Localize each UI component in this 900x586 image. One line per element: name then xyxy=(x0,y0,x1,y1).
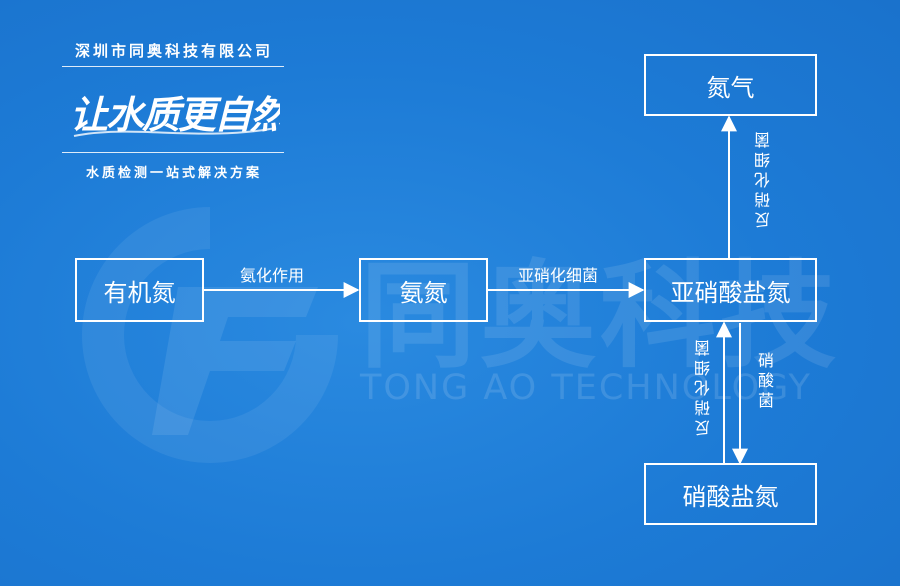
label-nitrite-bacteria: 亚硝化细菌 xyxy=(518,266,599,285)
brand-divider-bottom xyxy=(62,152,284,153)
brand-divider-top xyxy=(62,66,284,67)
node-nitrate-nitrogen: 硝酸盐氮 xyxy=(644,463,817,525)
node-organic-nitrogen: 有机氮 xyxy=(75,258,204,322)
node-nitrogen-gas: 氮气 xyxy=(644,54,817,116)
watermark-chinese: 同奥科技 xyxy=(360,249,840,384)
label-nitrate-bacteria: 硝酸菌 xyxy=(755,352,774,412)
brand-slogan: 让水质更自然 xyxy=(70,92,280,137)
brand-subtitle: 水质检测一站式解决方案 xyxy=(85,166,262,181)
label-denitrifying-bacteria-bottom: 反硝化细菌 xyxy=(694,336,713,436)
watermark-logo-icon xyxy=(82,207,338,463)
label-ammonification: 氨化作用 xyxy=(240,266,305,285)
slogan-text: 让水质更自然 xyxy=(70,92,280,137)
watermark-english: TONG AO TECHNOLOGY xyxy=(360,368,812,408)
label-denitrifying-bacteria-top: 反硝化细菌 xyxy=(754,128,773,228)
node-nitrite-nitrogen: 亚硝酸盐氮 xyxy=(644,258,817,322)
company-name: 深圳市同奥科技有限公司 xyxy=(74,42,273,60)
node-ammonia-nitrogen: 氨氮 xyxy=(359,258,488,322)
